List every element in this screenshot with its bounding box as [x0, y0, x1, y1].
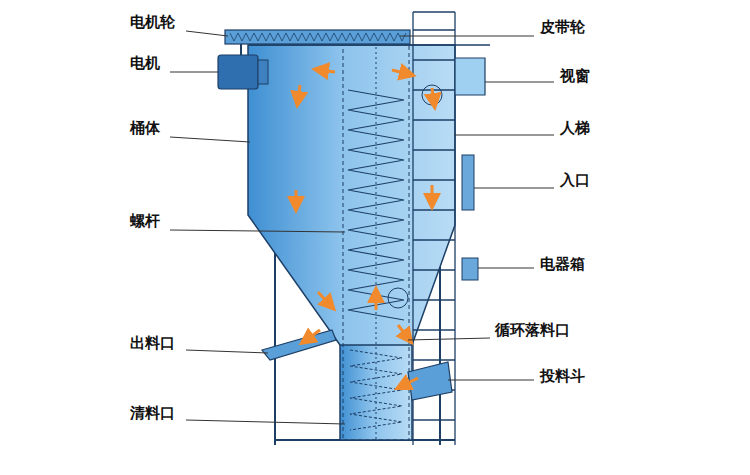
part-label: 视窗 [560, 67, 590, 85]
part-label: 入口 [560, 171, 590, 189]
part-label: 出料口 [130, 334, 175, 352]
part-label: 投料斗 [540, 367, 585, 385]
part-label: 电器箱 [540, 255, 585, 273]
part-label: 人梯 [560, 119, 590, 137]
part-label: 螺杆 [130, 212, 160, 230]
part-label: 循环落料口 [495, 321, 570, 339]
part-label: 皮带轮 [540, 18, 585, 36]
part-label: 桶体 [130, 119, 160, 137]
part-label: 电机 [130, 54, 160, 72]
part-label: 清料口 [130, 404, 175, 422]
part-label: 电机轮 [130, 13, 175, 31]
